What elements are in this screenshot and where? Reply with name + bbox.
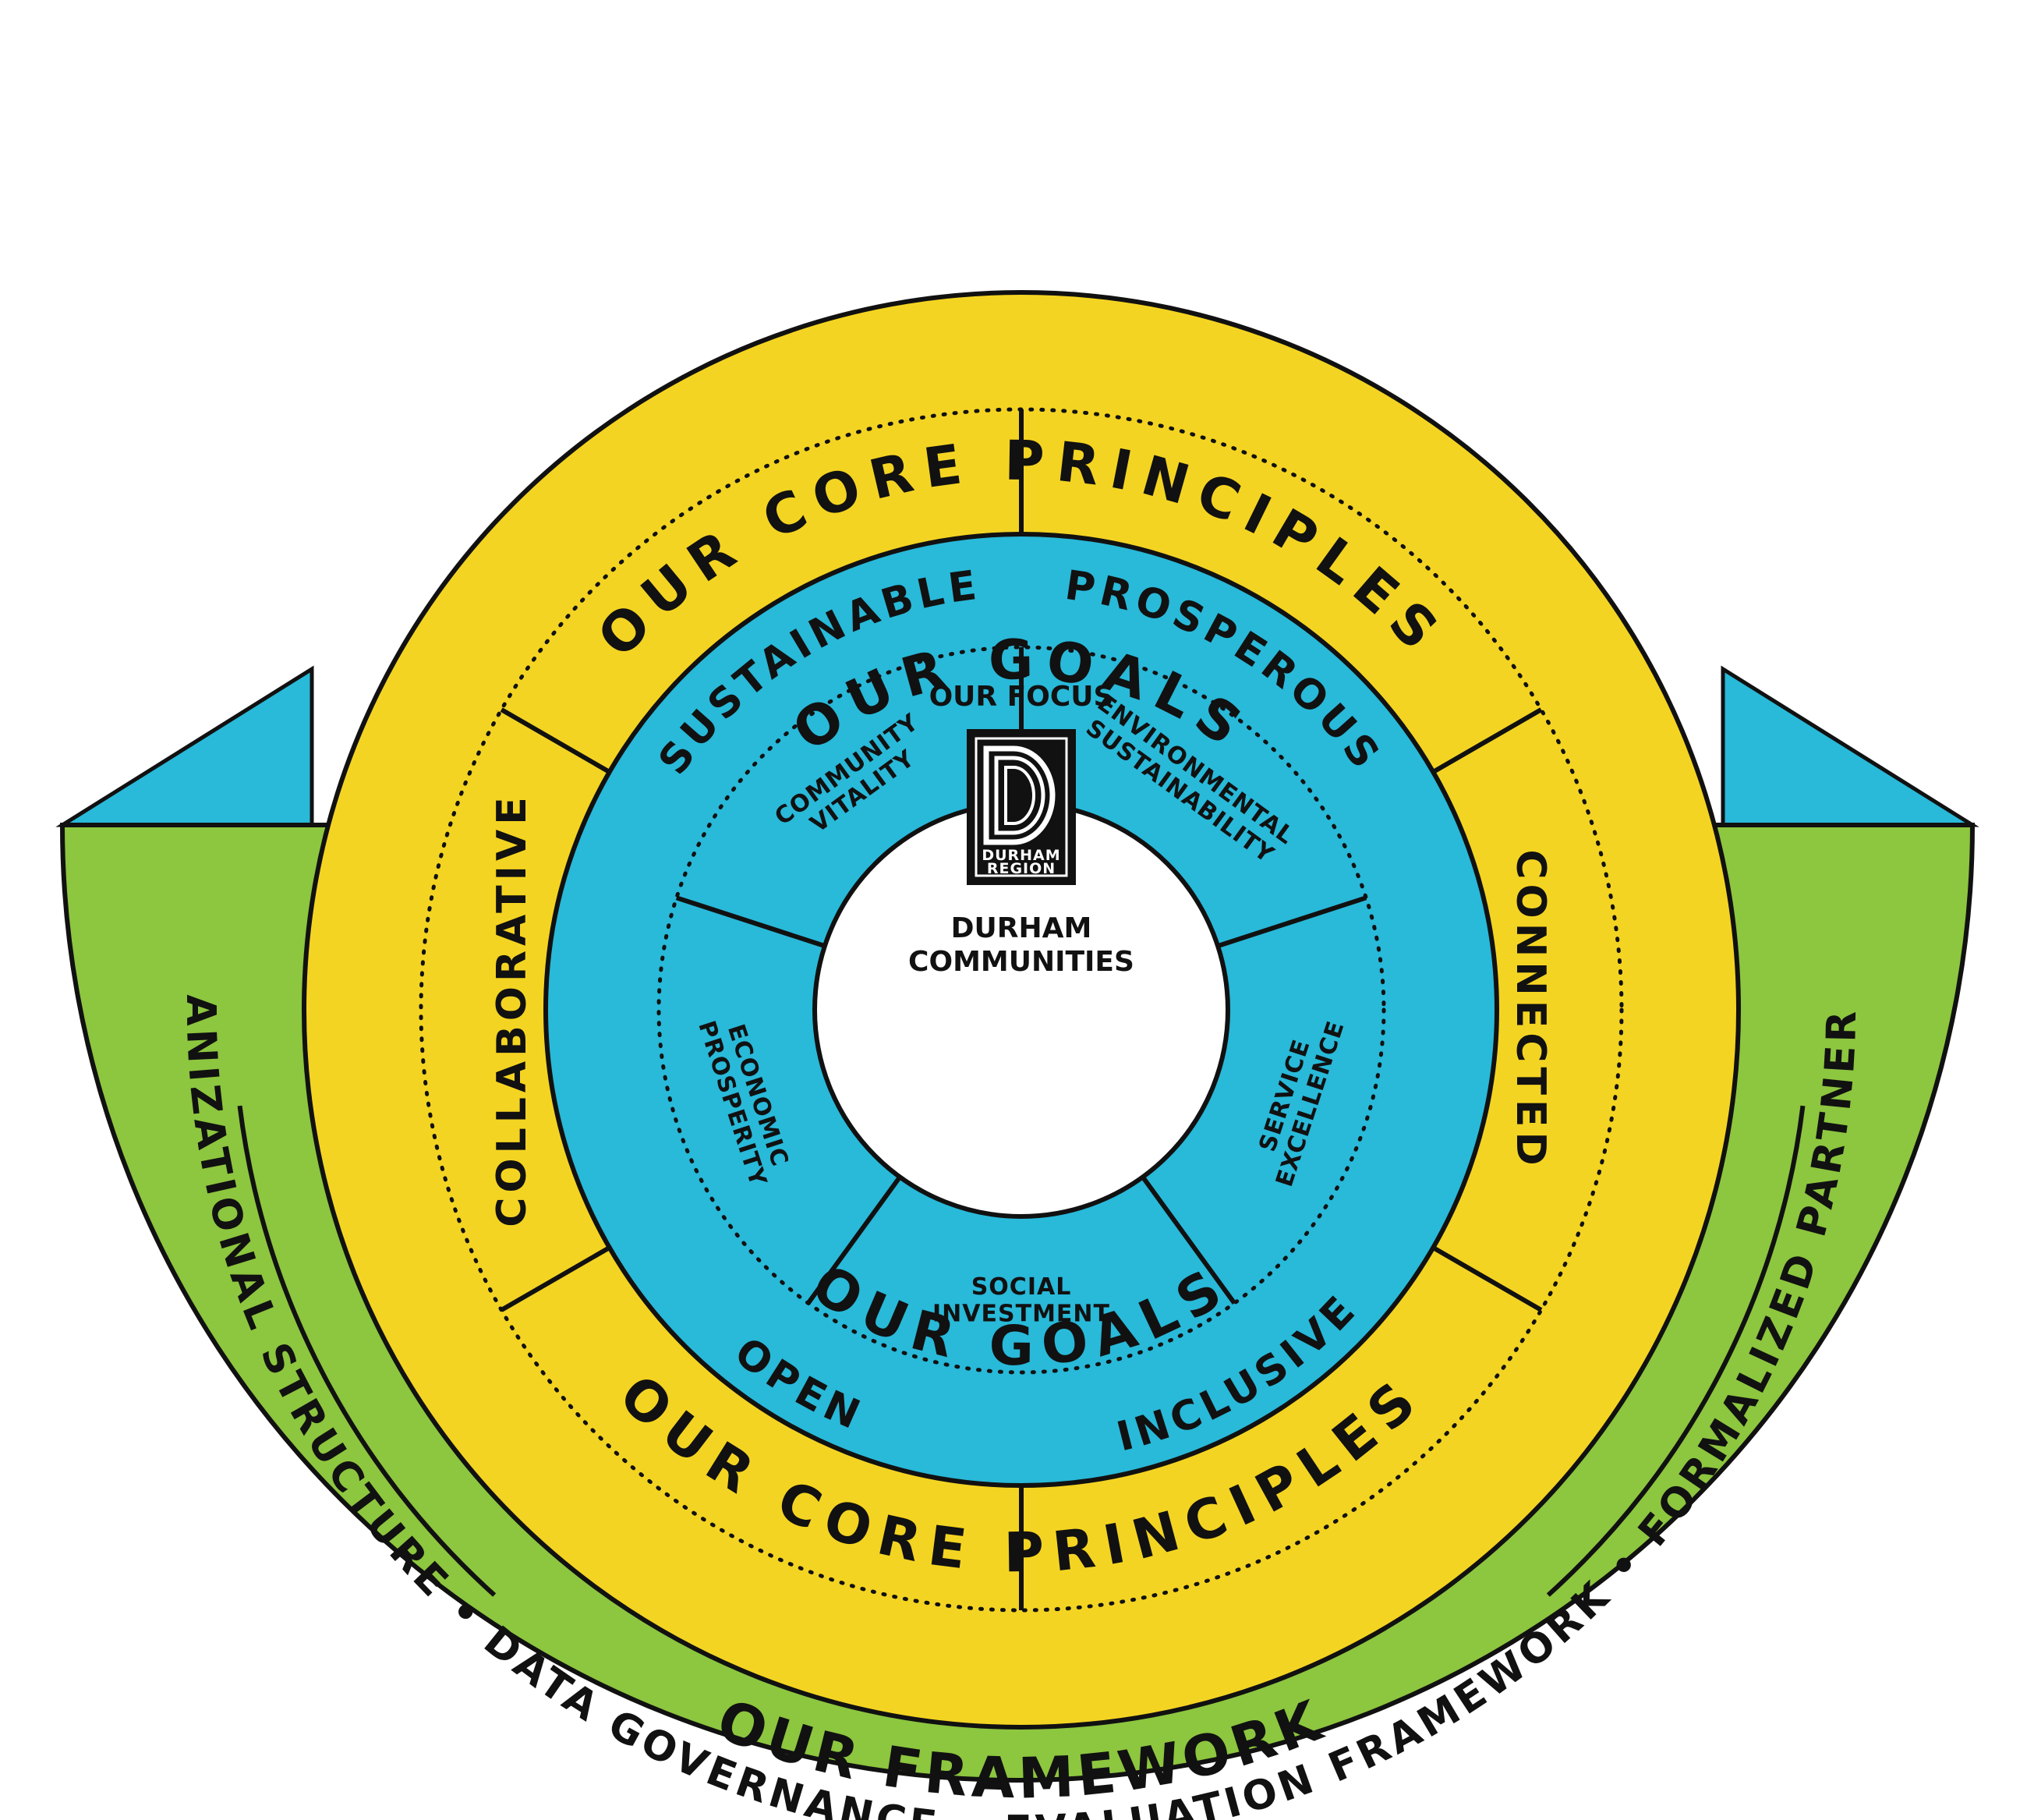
svg-text:DURHAM: DURHAM: [982, 847, 1060, 864]
framework-arc-right: [1546, 1105, 1806, 1597]
goal-divider: [675, 895, 826, 948]
focus-subtitle-1: DURHAM: [951, 912, 1092, 944]
focus-subtitle-2: COMMUNITIES: [908, 946, 1134, 978]
principle-connected: CONNECTED: [1507, 849, 1554, 1170]
principle-divider: [500, 707, 611, 774]
principle-divider: [1431, 707, 1543, 774]
principle-collaborative: COLLABORATIVE: [489, 792, 536, 1227]
focus-title: OUR FOCUS: [929, 681, 1114, 713]
goal-divider: [806, 1175, 902, 1305]
principle-divider: [500, 1245, 611, 1312]
segment-dividers: [500, 409, 1543, 1610]
goal-divider: [1217, 895, 1367, 948]
goal-divider: [1141, 1175, 1236, 1305]
blue-tab-left: [55, 665, 314, 827]
principles-dotted-ring: [419, 407, 1624, 1613]
dotted-rings: [419, 407, 1624, 1613]
principle-divider: [1431, 1245, 1543, 1312]
svg-text:REGION: REGION: [987, 860, 1056, 877]
durham-region-logo: DURHAM REGION: [967, 729, 1076, 885]
goals-dotted-ring: [656, 645, 1386, 1375]
framework-arc-left: [237, 1105, 497, 1597]
blue-tab-right: [1721, 665, 1979, 827]
